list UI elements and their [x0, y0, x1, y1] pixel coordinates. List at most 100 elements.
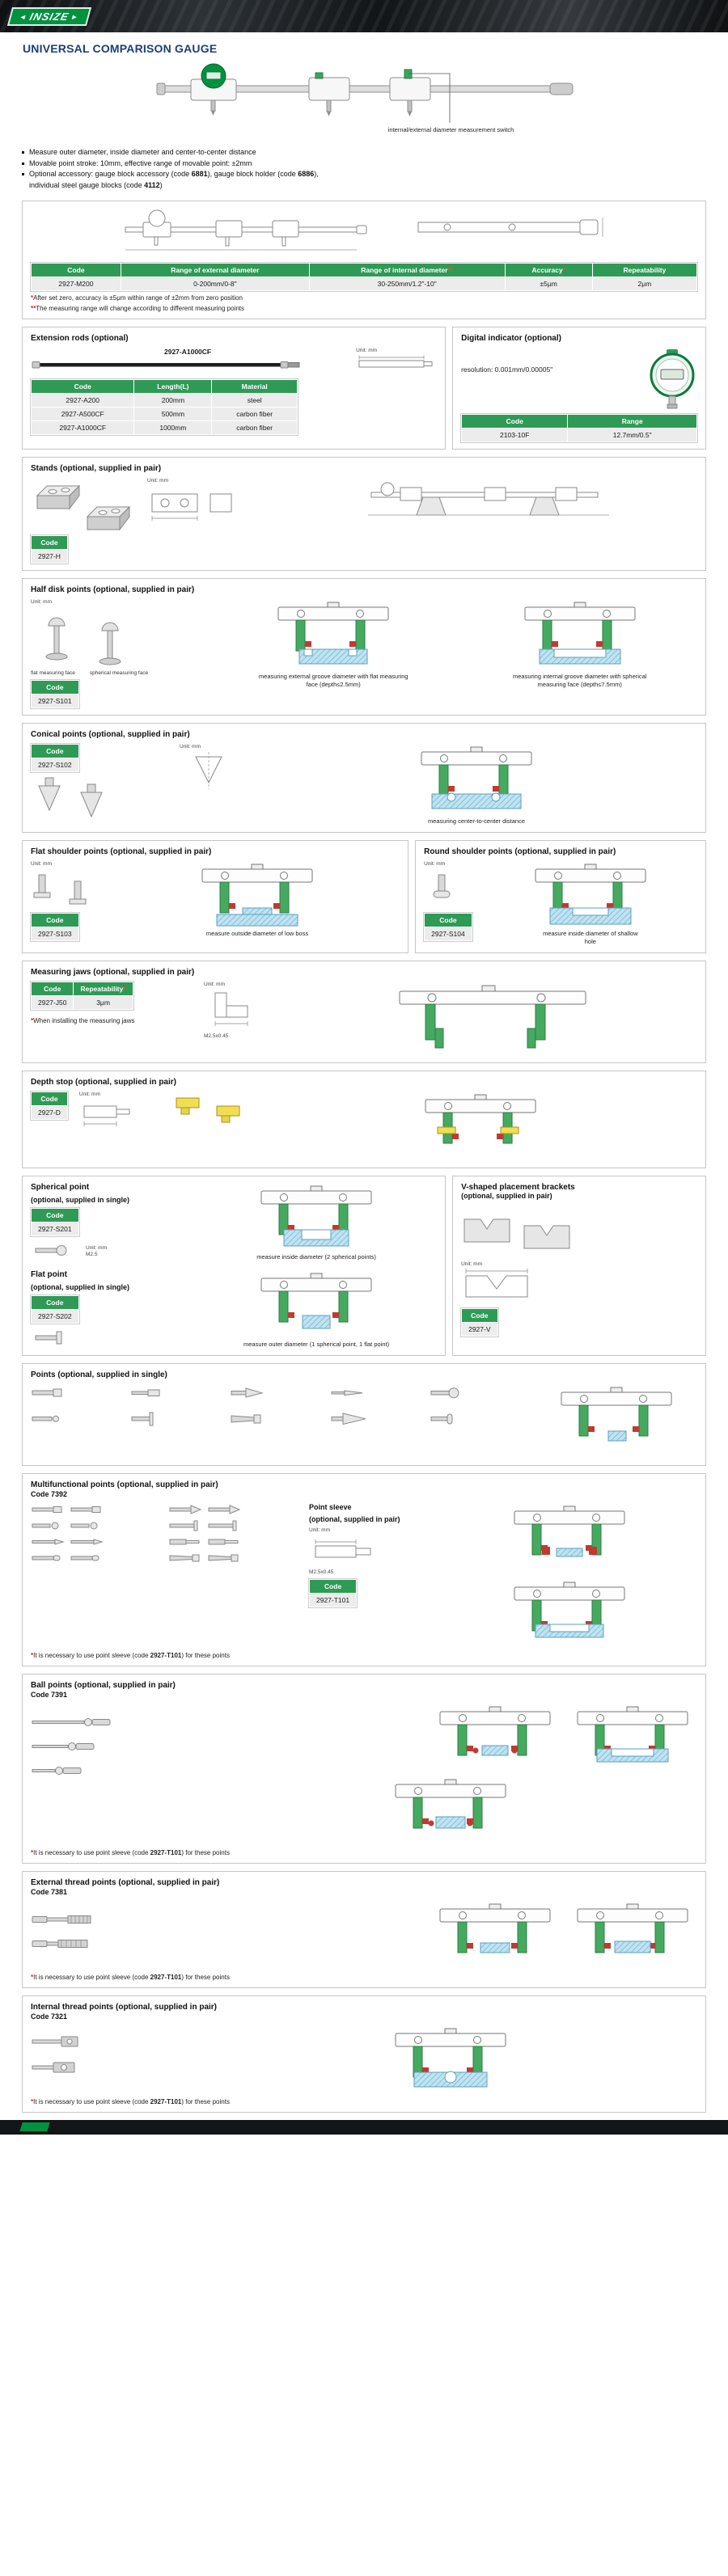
digital-indicator-table: Code Range 2103-10F 12.7mm/0.5"	[460, 413, 698, 443]
point-illustration	[32, 1415, 59, 1422]
section-title: External thread points (optional, suppli…	[31, 1877, 220, 1887]
half-disk-panel: Half disk points (optional, supplied in …	[22, 578, 706, 716]
text-segment: individual steel gauge blocks (code	[29, 180, 145, 189]
code-header: Code	[31, 913, 79, 928]
col-length: Length(L)	[133, 379, 213, 394]
code-table: Code 2927-S101	[30, 679, 80, 709]
resolution-text: resolution: 0.001mm/0.00005"	[461, 365, 553, 374]
accessory-code: 6886	[298, 170, 315, 178]
rod-dimension-drawing	[358, 355, 433, 368]
conical-points-image	[38, 777, 103, 818]
accessory-code: 4112	[144, 180, 160, 189]
point-illustration	[131, 1412, 154, 1426]
spec-col-internal: Range of internal diameter**	[308, 263, 506, 277]
cell-material: carbon fiber	[211, 420, 298, 435]
feature-item: Movable point stroke: 10mm, effective ra…	[22, 158, 706, 170]
col-range: Range	[567, 414, 697, 429]
point-pair-illustration	[169, 1520, 237, 1531]
hero-callout: internal/external diameter measurement s…	[387, 126, 514, 133]
gauge-product-image	[156, 63, 574, 123]
logo-text: INSIZE	[28, 10, 70, 23]
col-material: Material	[211, 379, 298, 394]
points-panel: Points (optional, supplied in single)	[22, 1362, 706, 1466]
footer-logo-mark	[19, 2122, 50, 2132]
col-code: Code	[30, 379, 135, 394]
extension-rods-table: Code Length(L) Material 2927-A200 200mm …	[30, 378, 298, 436]
section-title: Depth stop (optional, supplied in pair)	[31, 1078, 176, 1087]
logo-chevron-left-icon: ◄	[18, 12, 29, 20]
v-bracket-dimension-drawing	[465, 1269, 528, 1298]
point-illustration	[331, 1412, 366, 1425]
ball-point-illustration	[32, 1717, 111, 1726]
bullet-square-icon	[22, 173, 24, 175]
spec-col-repeatability: Repeatability	[591, 263, 698, 277]
code-table: Code 2927-D	[30, 1091, 69, 1121]
shallow-hole-diagram	[535, 864, 646, 925]
section-title: Round shoulder points (optional, supplie…	[424, 847, 616, 857]
code-header: Code	[31, 680, 79, 695]
point-pair-illustration	[32, 1522, 98, 1530]
text-segment: ),	[314, 170, 319, 178]
gauge-on-stands-diagram	[368, 482, 609, 516]
code-table: Code 2927-S104	[423, 912, 473, 943]
measuring-jaws-panel: Measuring jaws (optional, supplied in pa…	[22, 961, 706, 1064]
unit-label: Unit: mm	[356, 348, 378, 353]
v-brackets-image	[463, 1218, 570, 1249]
multifunctional-points-panel: Multifunctional points (optional, suppli…	[22, 1472, 706, 1666]
col-code: Code	[30, 982, 74, 997]
sleeve-dimension-drawing	[315, 1539, 371, 1558]
spec-col-external: Range of external diameter	[120, 263, 310, 277]
section-title: Conical points (optional, supplied in pa…	[31, 730, 190, 739]
low-boss-diagram	[201, 864, 313, 927]
section-title: Half disk points (optional, supplied in …	[31, 585, 195, 594]
diagram-caption: measuring center-to-center distance	[427, 817, 526, 825]
flat-shoulder-points-image	[33, 874, 87, 905]
spherical-point-image	[35, 1245, 67, 1256]
center-distance-diagram	[421, 746, 532, 809]
cell-code: 2927-A200	[30, 393, 135, 408]
external-groove-diagram	[277, 602, 389, 665]
cell-code: 2927-A500CF	[30, 407, 135, 421]
point-illustration	[231, 1414, 261, 1424]
multifunctional-diagram	[514, 1505, 624, 1557]
section-title: Multifunctional points (optional, suppli…	[31, 1480, 218, 1489]
section-title: Digital indicator (optional)	[461, 334, 561, 343]
feature-item: Measure outer diameter, inside diameter …	[22, 147, 706, 158]
extension-rod-image	[32, 361, 300, 369]
section-subtitle: (optional, supplied in pair)	[461, 1192, 552, 1201]
cell-repeatability: 3μm	[73, 995, 133, 1011]
point-illustration	[430, 1387, 459, 1398]
point-illustration	[32, 1388, 62, 1397]
code-table: Code 2927-T101	[307, 1577, 358, 1608]
footnote-mark: *	[562, 266, 565, 274]
thread-spec-label: M2.5x0.45	[309, 1569, 334, 1575]
point-pair-illustration	[32, 1555, 99, 1561]
unit-label: Unit: mm	[31, 861, 52, 868]
point-illustration	[231, 1387, 265, 1398]
stands-image	[36, 484, 131, 531]
code-value: 2927-V	[461, 1322, 498, 1337]
diagram-caption: measuring external groove diameter with …	[258, 673, 408, 689]
sleeve-note: *It is necessary to use point sleeve (co…	[31, 1848, 230, 1856]
code-value: 2927-D	[31, 1105, 68, 1121]
hero: internal/external diameter measurement s…	[138, 61, 590, 146]
feature-list: Measure outer diameter, inside diameter …	[22, 147, 706, 191]
internal-thread-diagram	[395, 2028, 506, 2088]
flat-face-label: flat measuring face	[31, 670, 75, 676]
diagram-caption: measuring internal groove diameter with …	[513, 673, 647, 689]
section-title: V-shaped placement brackets	[461, 1183, 575, 1193]
ball-points-panel: Ball points (optional, supplied in pair)…	[22, 1673, 706, 1864]
round-shoulder-point-image	[433, 874, 451, 898]
half-disk-points-image	[45, 617, 121, 665]
brand-banner: ◄ INSIZE ►	[0, 0, 728, 32]
internal-thread-point-illustration	[32, 2062, 75, 2073]
diagram-caption: measure inside diameter of shallow hole	[543, 930, 638, 946]
cell-material: steel	[211, 393, 298, 408]
spec-panel: Code Range of external diameter Range of…	[22, 201, 706, 319]
rod-code-label: 2927-A1000CF	[163, 348, 212, 356]
page-content: internal/external diameter measurement s…	[0, 61, 728, 2113]
spec-col-accuracy: Accuracy*	[504, 263, 593, 277]
ball-point-illustration	[32, 1742, 95, 1750]
spherical-flat-point-panel: Spherical point (optional, supplied in s…	[22, 1176, 447, 1356]
bullet-square-icon	[22, 162, 24, 165]
